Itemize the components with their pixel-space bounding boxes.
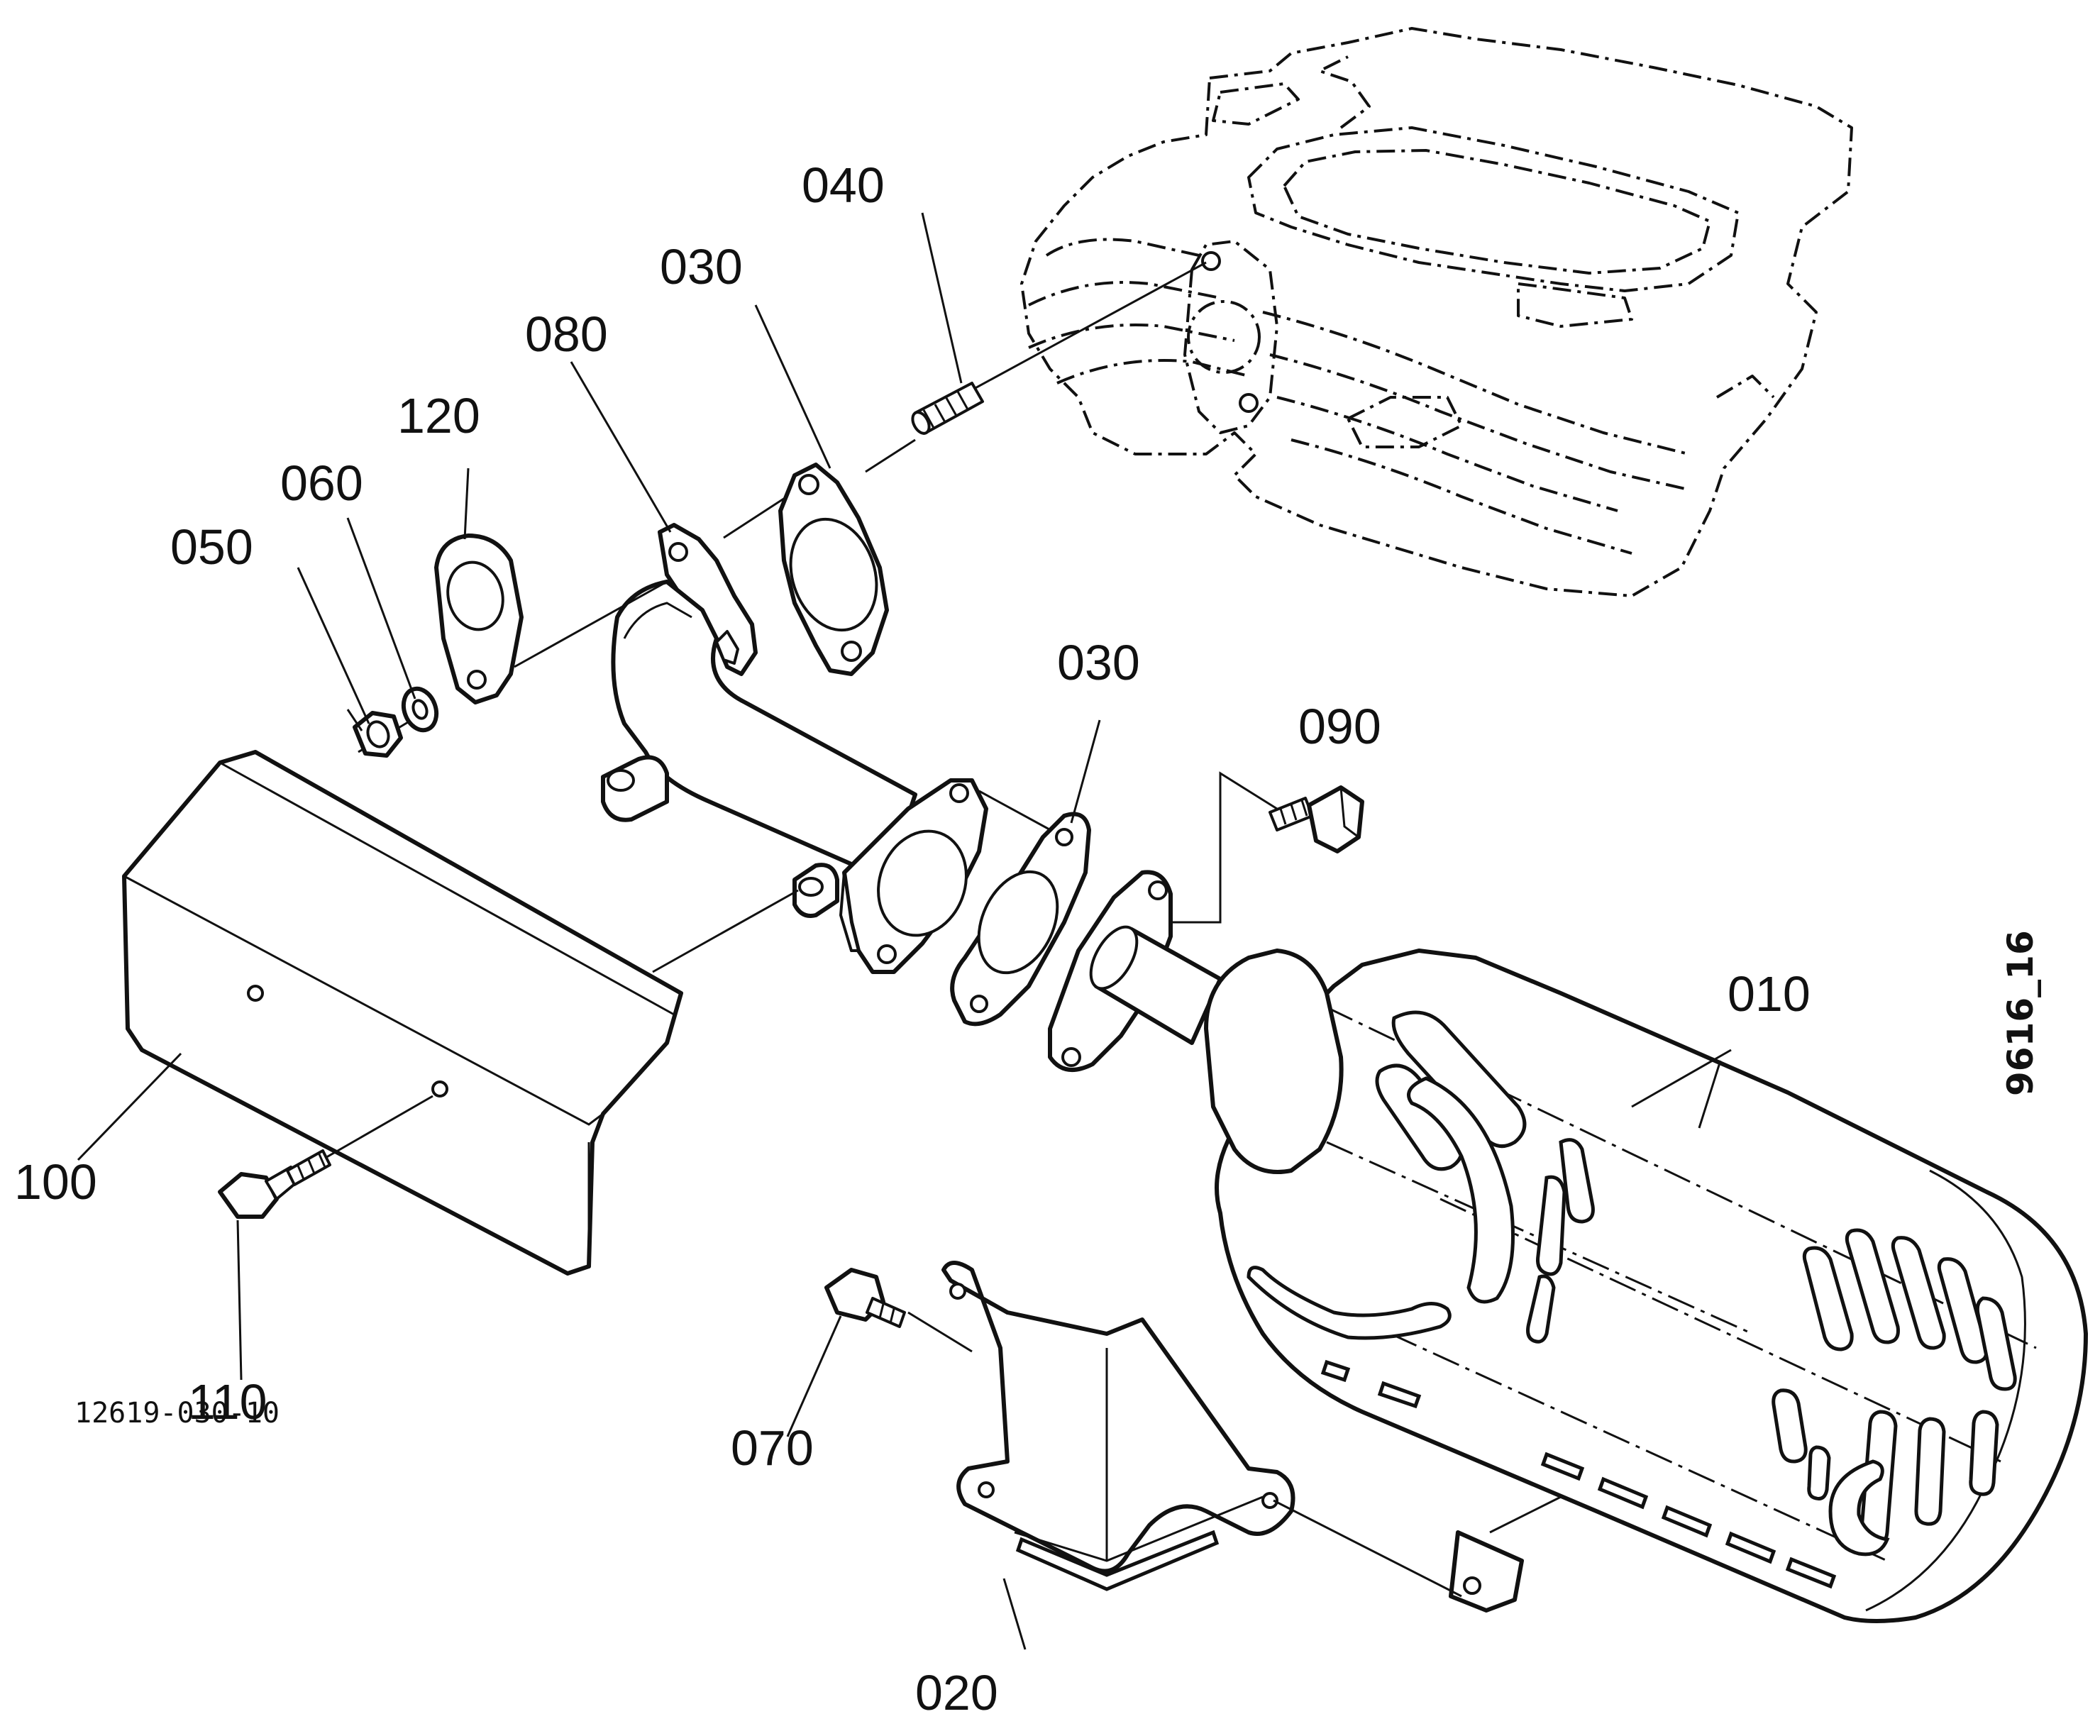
callout-100: 100 xyxy=(14,1154,97,1210)
bolt-090 xyxy=(1171,771,1364,924)
stud-040 xyxy=(911,261,1207,435)
callout-050: 050 xyxy=(170,519,253,575)
washer-060 xyxy=(401,686,439,733)
figure-id: 9616_16 xyxy=(2000,930,2041,1096)
plate-120 xyxy=(434,533,668,704)
nut-050 xyxy=(353,711,409,758)
callout-090: 090 xyxy=(1298,699,1381,754)
callout-080: 080 xyxy=(525,306,608,362)
callout-070: 070 xyxy=(731,1420,814,1476)
exhaust-elbow-080 xyxy=(601,523,988,974)
gasket-030-upper xyxy=(723,438,916,676)
callout-010: 010 xyxy=(1728,966,1811,1022)
bolt-110 xyxy=(218,1095,433,1219)
gasket-030-lower xyxy=(950,790,1091,1027)
drawing-number: 12619-030-10 xyxy=(74,1397,280,1430)
bolt-070 xyxy=(824,1268,973,1353)
heat-shield-100 xyxy=(122,750,799,1276)
callout-030-upper: 030 xyxy=(660,239,743,294)
callout-120: 120 xyxy=(397,388,480,443)
callout-labels: 010 020 030 030 040 050 060 070 080 090 … xyxy=(14,157,1811,1720)
callout-020: 020 xyxy=(915,1665,998,1720)
callout-040: 040 xyxy=(802,157,885,213)
callout-030-lower: 030 xyxy=(1057,635,1140,690)
engine-cylinder-head-phantom xyxy=(1020,27,1853,597)
leader-lines xyxy=(77,212,1722,1650)
muffler-010 xyxy=(1048,870,2088,1623)
callout-110: 110 xyxy=(188,1374,267,1430)
callout-060: 060 xyxy=(280,455,363,511)
bracket-020 xyxy=(941,1261,1462,1598)
